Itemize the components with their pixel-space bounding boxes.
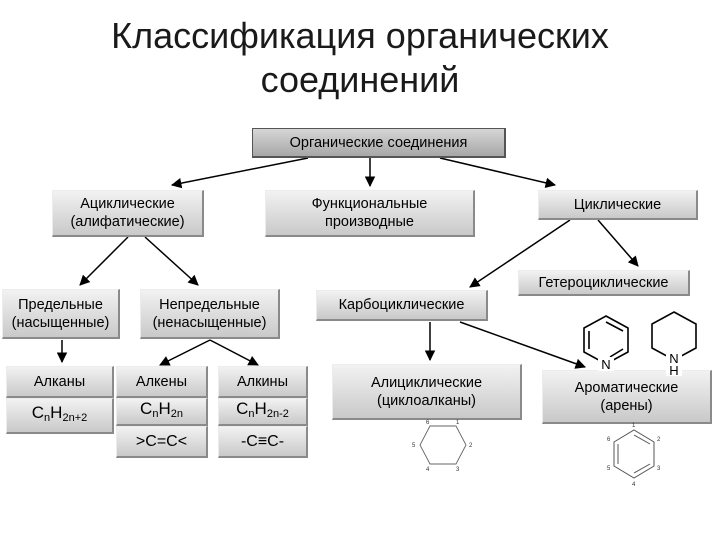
arrow-acyclic-unsaturated [144, 236, 199, 286]
arrow-unsaturated-alkenes [159, 339, 211, 366]
pyridine-n-label: N [601, 357, 610, 372]
alkene-formula: CnH2n [140, 399, 183, 421]
carbocyclic-label: Карбоциклические [338, 297, 465, 313]
piperidine-h-label: H [669, 363, 678, 376]
pyridine-structure: N [583, 315, 629, 372]
alkane-formula-box: CnH2n+2 [6, 398, 114, 434]
ring-a-num-4: 4 [426, 467, 430, 473]
alkynes-label: Алкины [236, 373, 288, 390]
ring-b-num-4: 4 [632, 482, 636, 488]
heterocyclic-box: Гетероциклические [518, 270, 690, 296]
saturated-line2: (насыщенные) [11, 314, 110, 331]
arrow-unsaturated-alkynes [209, 339, 259, 366]
piperidine-n-label: N [669, 351, 678, 366]
acyclic-box: Ациклические (алифатические) [52, 190, 204, 237]
arrow-acyclic-saturated [79, 236, 129, 286]
alkyne-formula-box: CnH2n-2 [218, 398, 308, 426]
alkanes-box: Алканы [6, 366, 114, 398]
page-title: Классификация органических соединений [0, 14, 720, 102]
ring-b-num-3: 3 [657, 466, 661, 472]
alkane-formula: CnH2n+2 [31, 403, 88, 425]
alkenes-box: Алкены [116, 366, 208, 398]
alicyclic-box: Алициклические (циклоалканы) [332, 364, 522, 420]
arrow-root-acyclic [170, 157, 309, 189]
ring-b-num-5: 5 [607, 466, 611, 472]
cyclic-box: Циклические [538, 190, 698, 220]
alkene-bond: >C=C< [135, 432, 188, 450]
carbocyclic-box: Карбоциклические [316, 290, 488, 321]
alkynes-box: Алкины [218, 366, 308, 398]
unsaturated-line1: Непредельные [159, 296, 260, 313]
title-line-1: Классификация органических [111, 15, 609, 56]
heterocyclic-label: Гетероциклические [538, 274, 669, 291]
alkene-bond-box: >C=C< [116, 426, 208, 458]
ring-a-num-6: 6 [426, 420, 430, 426]
ring-b-num-2: 2 [657, 437, 661, 443]
aromatic-line1: Ароматические [574, 379, 679, 396]
ring-b-num-6: 6 [607, 437, 611, 443]
alicyclic-line2: (циклоалканы) [377, 392, 476, 409]
ring-a-num-5: 5 [412, 443, 416, 449]
alkyne-bond: -C≡C- [240, 432, 285, 450]
alkene-formula-box: CnH2n [116, 398, 208, 426]
ring-a-num-3: 3 [456, 467, 460, 473]
functional-line2: производные [325, 214, 414, 230]
unsaturated-box: Непредельные (ненасыщенные) [140, 289, 280, 339]
arrow-root-cyclic [439, 157, 557, 188]
functional-line1: Функциональные [311, 196, 428, 212]
acyclic-line2: (алифатические) [70, 214, 185, 230]
alkanes-label: Алканы [33, 373, 86, 390]
root-label: Органические соединения [289, 134, 468, 151]
arrow-carbocyclic-aromatic [459, 321, 586, 369]
functional-box: Функциональные производные [265, 190, 475, 237]
alicyclic-line1: Алициклические [370, 374, 483, 391]
cyclic-label: Циклические [573, 196, 662, 213]
saturated-box: Предельные (насыщенные) [2, 289, 120, 339]
ring-a-num-2: 2 [469, 443, 473, 449]
benzene-structure: 1 2 3 4 5 6 [607, 423, 661, 488]
aromatic-line2: (арены) [600, 397, 653, 414]
alkyne-formula: CnH2n-2 [236, 399, 289, 421]
cyclohexane-structure: 1 2 3 4 5 6 [412, 420, 473, 473]
arrow-cyclic-carbocyclic [469, 219, 571, 288]
acyclic-line1: Ациклические [80, 196, 175, 212]
root-box: Органические соединения [252, 128, 506, 158]
saturated-line1: Предельные [18, 296, 103, 313]
arrow-cyclic-heterocyclic [597, 219, 639, 267]
aromatic-box: Ароматические (арены) [542, 370, 712, 424]
alkyne-bond-box: -C≡C- [218, 426, 308, 458]
ring-a-num-1: 1 [456, 420, 460, 426]
alkenes-label: Алкены [135, 373, 188, 390]
unsaturated-line2: (ненасыщенные) [152, 314, 267, 331]
ring-b-num-1: 1 [632, 423, 636, 429]
piperidine-structure: N H [651, 311, 697, 376]
title-line-2: соединений [260, 59, 460, 100]
